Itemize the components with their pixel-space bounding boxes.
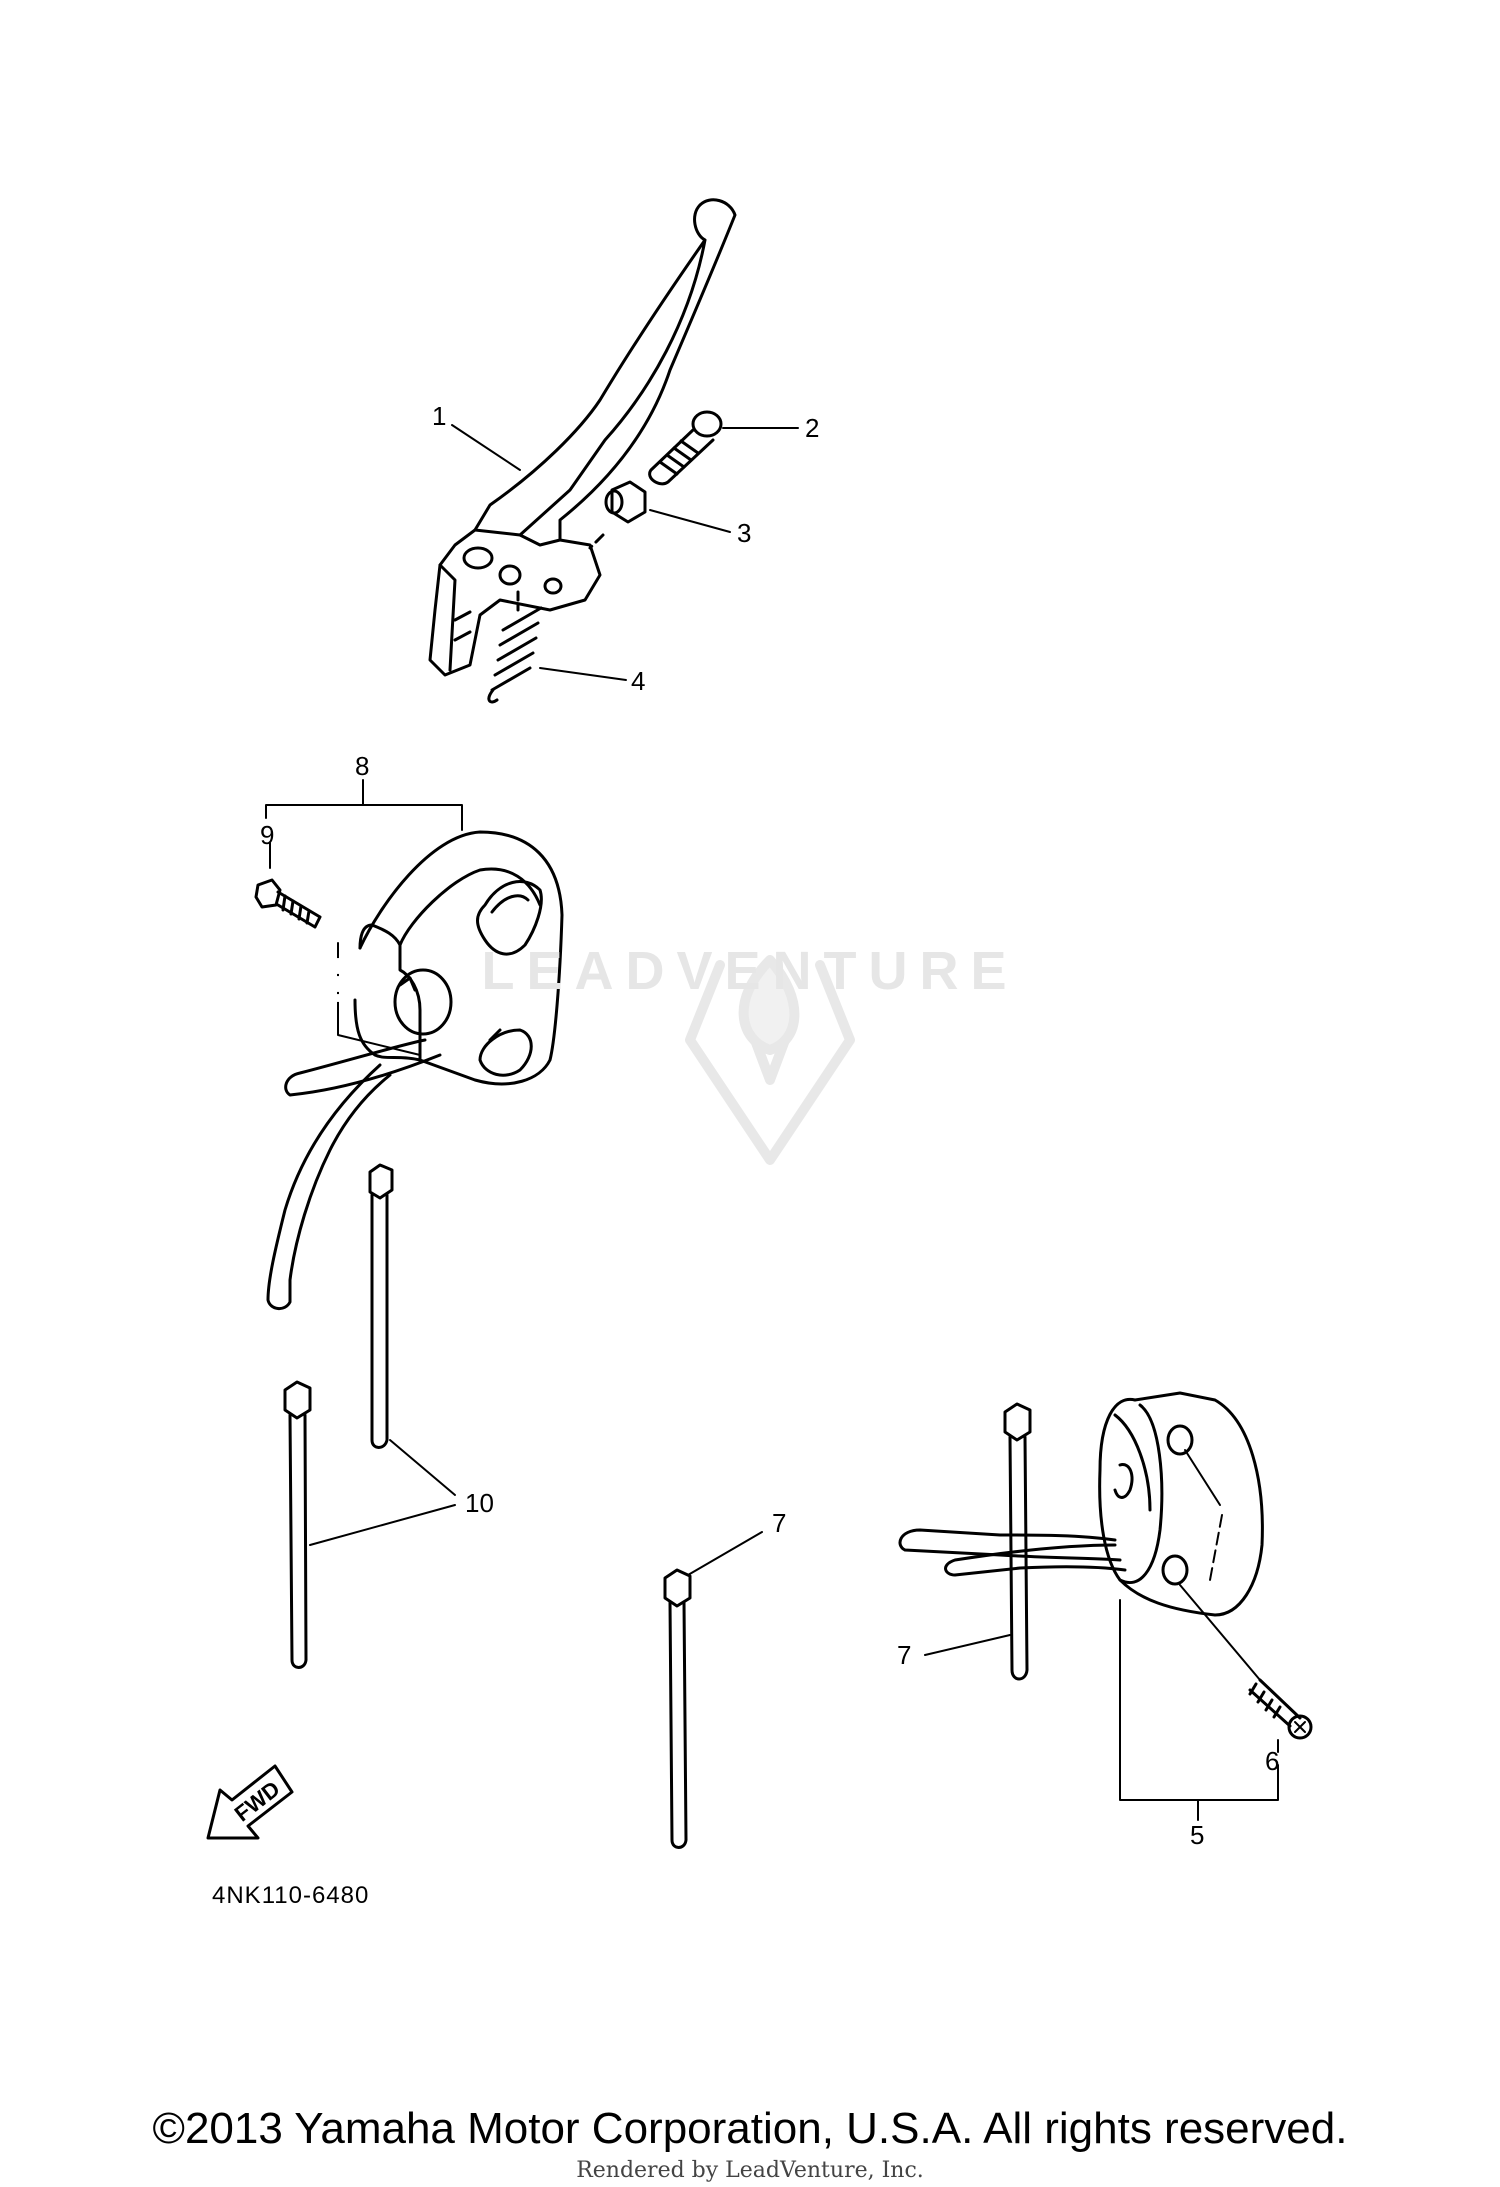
lever-spring [487,590,543,704]
fwd-arrow-icon [206,1764,294,1840]
nut-centerline [588,533,605,550]
leader-line-7-right [924,1634,1011,1656]
callout-1: 1 [432,401,447,431]
right-switch-bracket [1119,1599,1279,1821]
leader-lines-ties [309,1439,456,1546]
callout-5: 5 [1190,1820,1205,1850]
watermark-text: LEADVENTURE [481,941,1019,1001]
copyright-notice: ©2013 Yamaha Motor Corporation, U.S.A. A… [152,2104,1348,2153]
cable-tie-upper [368,1163,394,1449]
switch-assembly-bracket [265,779,463,1056]
callout-3: 3 [737,518,752,548]
callout-4: 4 [631,666,646,696]
lever-bolt [648,410,723,486]
lever-nut [604,480,647,524]
reference-code: 4NK110-6480 [212,1882,370,1909]
cable-tie-right [1003,1402,1032,1681]
callout-9: 9 [260,820,275,850]
callout-7-right: 7 [897,1640,912,1670]
cable-tie-lower [283,1380,312,1669]
callout-6: 6 [1265,1746,1280,1776]
left-switch-housing [353,830,564,1086]
callout-8: 8 [355,751,370,781]
callout-10: 10 [465,1488,494,1518]
callout-7-center: 7 [772,1508,787,1538]
leader-lines-top [451,424,799,681]
callout-2: 2 [805,413,820,443]
right-switch-screw [1179,1584,1313,1740]
right-switch-housing [1098,1391,1264,1617]
watermark-logo-icon [685,955,855,1165]
right-switch-wires [898,1528,1127,1577]
left-switch-wire [266,1038,442,1310]
brake-lever [428,198,737,677]
cable-tie-center [663,1568,692,1849]
leader-line-7-center [687,1531,763,1576]
rendered-by-notice: Rendered by LeadVenture, Inc. [576,2158,924,2183]
switch-screw [254,878,322,929]
